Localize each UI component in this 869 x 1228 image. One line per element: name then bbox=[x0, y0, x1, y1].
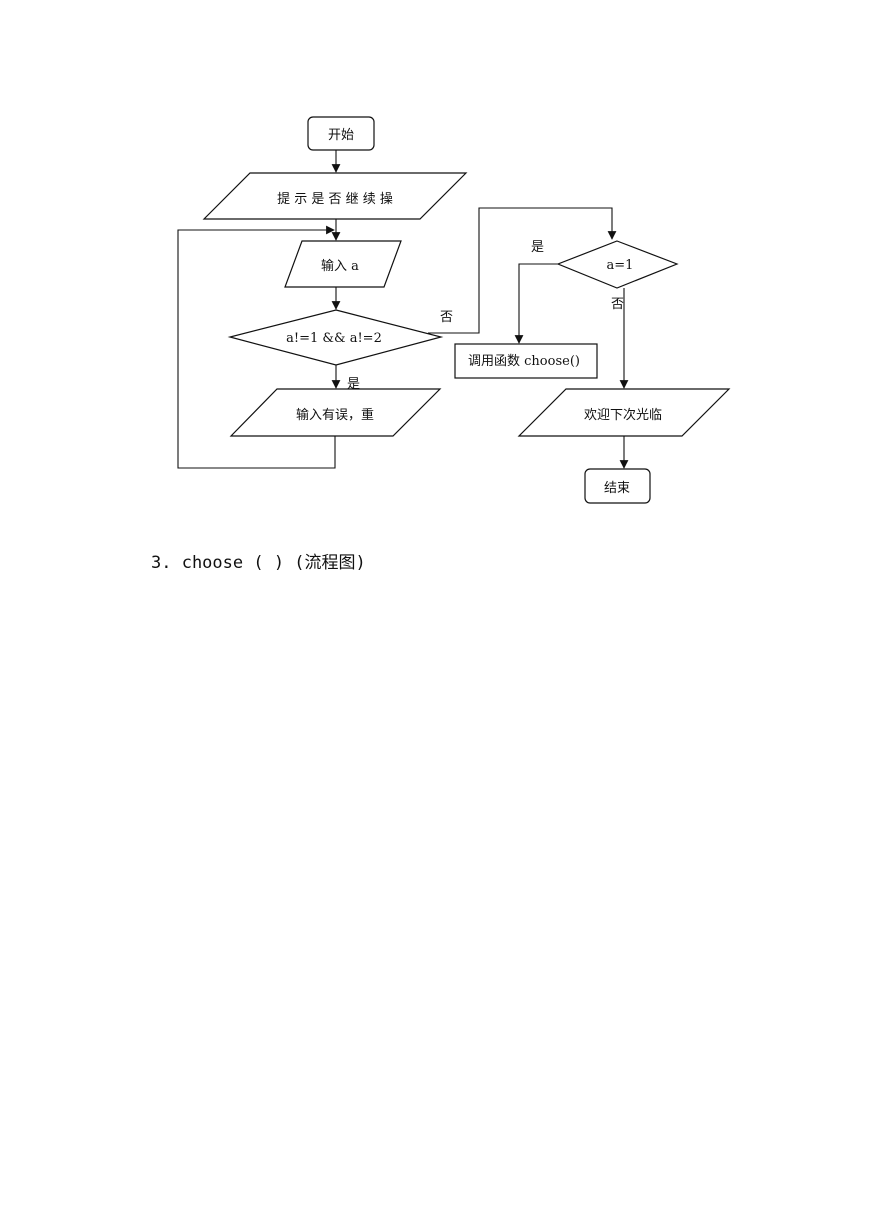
condition-eq1-label: a=1 bbox=[607, 258, 634, 273]
end-label: 结束 bbox=[604, 481, 630, 496]
connector-loop-back bbox=[177, 225, 336, 469]
start-label: 开始 bbox=[328, 128, 354, 143]
farewell-node bbox=[517, 388, 731, 437]
condition-eq1-node bbox=[556, 240, 679, 289]
label-range-yes: 是 bbox=[347, 377, 360, 392]
prompt-node bbox=[202, 172, 468, 220]
label-eq1-yes: 是 bbox=[531, 240, 544, 255]
connector-eq1-choose bbox=[514, 263, 558, 344]
label-eq1-no: 否 bbox=[611, 297, 624, 312]
input-a-node bbox=[284, 240, 402, 288]
flowchart-diagram: 开始 提 示 是 否 继 续 操 输入 a a!=1 && a!=2 是 输入有… bbox=[177, 116, 731, 504]
call-choose-node bbox=[454, 343, 598, 379]
start-node bbox=[307, 116, 375, 151]
condition-range-label: a!=1 && a!=2 bbox=[286, 331, 382, 346]
error-retry-node bbox=[229, 388, 442, 437]
end-node bbox=[584, 468, 651, 504]
section-caption: 3. choose ( ) (流程图) bbox=[151, 553, 366, 573]
input-a-label: 输入 a bbox=[321, 258, 359, 274]
farewell-label: 欢迎下次光临 bbox=[584, 407, 662, 423]
prompt-label: 提 示 是 否 继 续 操 bbox=[277, 191, 393, 207]
connector-condition-eq1 bbox=[428, 207, 617, 334]
error-retry-label: 输入有误，重 bbox=[296, 407, 374, 423]
call-choose-label: 调用函数 choose() bbox=[468, 354, 580, 369]
label-range-no: 否 bbox=[440, 310, 453, 325]
